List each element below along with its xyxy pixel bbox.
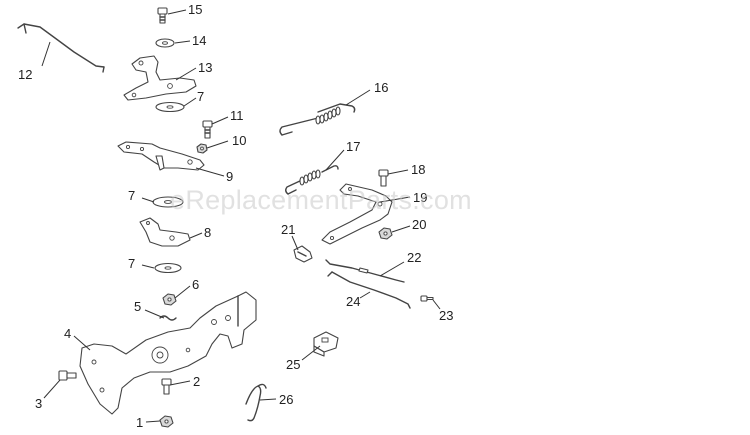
callout-16: 16 — [374, 80, 388, 95]
part-6-nut — [162, 293, 177, 306]
part-3-screw — [58, 370, 77, 381]
callout-21: 21 — [281, 222, 295, 237]
callout-5: 5 — [134, 299, 141, 314]
part-8-bracket — [139, 217, 191, 247]
part-12-rod — [17, 23, 105, 73]
callout-26: 26 — [279, 392, 293, 407]
callout-14: 14 — [192, 33, 206, 48]
part-17-spring — [285, 165, 339, 195]
part-16-spring — [279, 103, 356, 136]
callout-3: 3 — [35, 396, 42, 411]
part-4-control-plate — [79, 291, 257, 415]
callout-22: 22 — [407, 250, 421, 265]
callout-24: 24 — [346, 294, 360, 309]
callout-7-bottom: 7 — [128, 256, 135, 271]
callout-4: 4 — [64, 326, 71, 341]
callout-15: 15 — [188, 2, 202, 17]
leader-lines — [41, 9, 441, 423]
part-20-nut — [378, 227, 393, 240]
part-23-screw — [420, 295, 434, 302]
callout-17: 17 — [346, 139, 360, 154]
part-14-washer — [155, 38, 175, 48]
part-10-nut — [196, 143, 208, 154]
callout-8: 8 — [204, 225, 211, 240]
callout-13: 13 — [198, 60, 212, 75]
part-21-clip — [293, 245, 313, 263]
callout-11: 11 — [230, 108, 244, 123]
part-24-rod — [327, 271, 411, 309]
callout-25: 25 — [286, 357, 300, 372]
watermark-text: eReplacementParts.com — [170, 185, 472, 215]
part-26-wire-clip — [245, 383, 267, 422]
callout-6: 6 — [192, 277, 199, 292]
part-5-clip — [159, 315, 177, 321]
callout-20: 20 — [412, 217, 426, 232]
callout-7-middle: 7 — [128, 188, 135, 203]
callout-12: 12 — [18, 67, 32, 82]
part-7-washer-top — [155, 101, 185, 113]
callout-2: 2 — [193, 374, 200, 389]
callout-18: 18 — [411, 162, 425, 177]
callout-10: 10 — [232, 133, 246, 148]
part-22-rod — [325, 259, 405, 283]
part-7-washer-bottom — [154, 262, 182, 274]
callout-9: 9 — [226, 169, 233, 184]
callout-19: 19 — [413, 190, 427, 205]
part-15-screw — [157, 7, 168, 24]
part-18-screw — [378, 169, 389, 187]
part-9-lever — [117, 141, 205, 171]
callout-labels: 15 14 13 7 11 10 9 7 8 7 6 5 4 3 2 1 12 … — [18, 2, 453, 430]
callout-23: 23 — [439, 308, 453, 323]
part-2-screw — [161, 378, 172, 395]
part-25-clip — [313, 331, 339, 357]
callout-7-top: 7 — [197, 89, 204, 104]
part-19-lever — [321, 183, 393, 245]
callout-1: 1 — [136, 415, 143, 430]
part-11-screw — [202, 120, 213, 139]
part-13-bracket — [123, 55, 197, 101]
part-1-nut — [159, 415, 174, 428]
